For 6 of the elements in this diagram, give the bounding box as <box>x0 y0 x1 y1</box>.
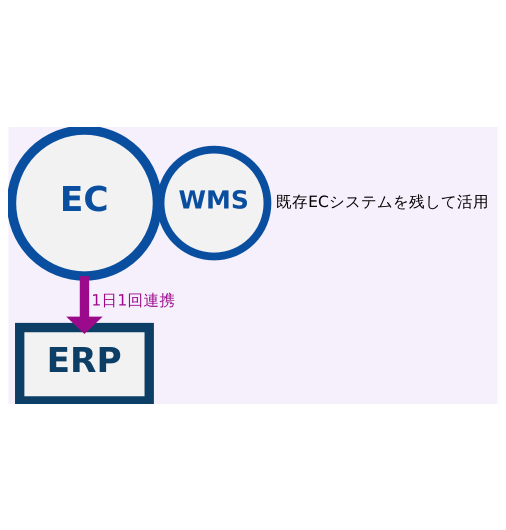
node-circle: WMS <box>156 145 272 260</box>
arrow <box>66 276 103 334</box>
node-circle: EC <box>8 126 162 280</box>
node-box: ERP <box>15 322 154 404</box>
label: 既存ECシステムを残して活用 <box>276 192 489 210</box>
edge-label: 1日1回連携 <box>91 291 176 310</box>
